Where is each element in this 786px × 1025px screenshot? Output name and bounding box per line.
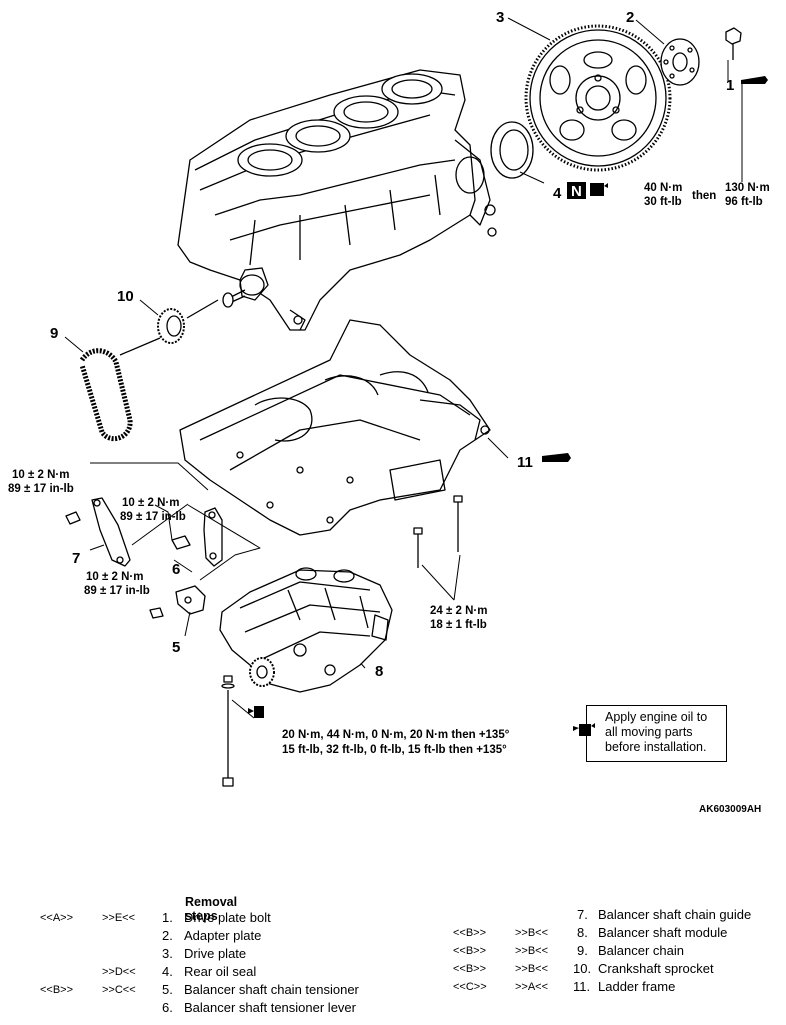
torque-module-ftlb: 15 ft-lb, 32 ft-lb, 0 ft-lb, 15 ft-lb th… — [282, 744, 507, 756]
step-label: Drive plate bolt — [184, 910, 271, 925]
removal-ref: >>B<< — [515, 945, 549, 957]
removal-ref: >>D<< — [102, 966, 136, 978]
oil-can-icon — [248, 183, 608, 718]
ladder-frame — [179, 319, 491, 536]
torque-lever-inlb: 89 ± 17 in-lb — [120, 511, 186, 523]
legend-line-2: all moving parts — [605, 725, 693, 739]
rear-oil-seal — [490, 121, 534, 179]
removal-steps-title: Removal steps — [185, 895, 238, 923]
cylinder-block — [177, 69, 497, 331]
callout-7: 7 — [72, 550, 80, 567]
drive-plate-bolt — [725, 27, 742, 60]
callout-2: 2 — [626, 9, 634, 26]
new-part-icon: N — [567, 182, 586, 200]
step-number: 11. — [573, 979, 591, 994]
step-label: Drive plate — [184, 946, 247, 961]
install-ref: <<B>> — [453, 963, 487, 975]
module-bolt — [221, 675, 235, 787]
torque-lever-nm: 10 ± 2 N·m — [122, 497, 179, 509]
torque-tensioner-nm: 10 ± 2 N·m — [86, 571, 143, 583]
torque-module-nm: 20 N·m, 44 N·m, 0 N·m, 20 N·m then +135° — [282, 729, 510, 741]
step-label: Balancer chain — [598, 943, 684, 958]
oil-can-icon — [573, 723, 595, 736]
torque-ladder-ftlb: 18 ± 1 ft-lb — [430, 619, 487, 631]
callout-5: 5 — [172, 639, 180, 656]
removal-ref: >>A<< — [515, 981, 549, 993]
removal-ref: >>E<< — [102, 912, 136, 924]
leader-lines — [64, 17, 743, 719]
install-ref: <<C>> — [453, 981, 487, 993]
step-label: Crankshaft sprocket — [598, 961, 714, 976]
step-number: 6. — [162, 1000, 173, 1015]
step-label: Balancer shaft module — [598, 925, 728, 940]
step-number: 3. — [162, 946, 173, 961]
callout-9: 9 — [50, 325, 58, 342]
oil-legend-box: Apply engine oil to all moving parts bef… — [573, 705, 727, 762]
step-number: 2. — [162, 928, 173, 943]
step-label: Balancer shaft tensioner lever — [184, 1000, 356, 1015]
step-number: 5. — [162, 982, 173, 997]
removal-ref: >>B<< — [515, 927, 549, 939]
step-number: 1. — [162, 910, 173, 925]
callout-1: 1 — [726, 77, 734, 94]
install-ref: <<B>> — [453, 945, 487, 957]
step-label: Balancer shaft chain guide — [598, 907, 752, 922]
removal-ref: >>B<< — [515, 963, 549, 975]
install-ref: <<A>> — [40, 912, 74, 924]
torque-specs: 40 N·m 30 ft-lb then 130 N·m 96 ft-lb 10… — [8, 182, 770, 815]
torque-tensioner-inlb: 89 ± 17 in-lb — [84, 585, 150, 597]
figure-code: AK603009AH — [699, 804, 761, 815]
torque-ladder-nm: 24 ± 2 N·m — [430, 605, 487, 617]
torque-drive-plate-ftlb-final: 96 ft-lb — [725, 196, 763, 208]
callout-10: 10 — [117, 288, 134, 305]
callout-numbers: 1 2 3 4 5 6 7 8 9 10 11 — [50, 9, 734, 680]
callout-3: 3 — [496, 9, 504, 26]
step-number: 10. — [573, 961, 592, 976]
callout-6: 6 — [172, 561, 180, 578]
callout-8: 8 — [375, 663, 383, 680]
step-number: 7. — [577, 907, 588, 922]
step-number: 8. — [577, 925, 588, 940]
removal-ref: >>C<< — [102, 984, 136, 996]
drive-plate — [524, 24, 672, 172]
step-label: Balancer shaft chain tensioner — [184, 982, 359, 997]
lubricant-tube-icon — [542, 76, 768, 462]
callout-4: 4 — [553, 185, 562, 202]
torque-guide-nm: 10 ± 2 N·m — [12, 469, 69, 481]
torque-then: then — [692, 190, 716, 202]
legend-line-3: before installation. — [605, 740, 707, 754]
balancer-chain-guide — [65, 497, 131, 567]
install-ref: <<B>> — [453, 927, 487, 939]
legend-line-1: Apply engine oil to — [605, 710, 708, 724]
balancer-shaft-module — [219, 567, 393, 693]
step-number: 4. — [162, 964, 173, 979]
install-ref: <<B>> — [40, 984, 74, 996]
torque-drive-plate-nm: 40 N·m — [644, 182, 682, 194]
step-number: 9. — [577, 943, 588, 958]
chain-tensioner — [149, 585, 206, 619]
svg-text:N: N — [571, 183, 582, 200]
step-label: Ladder frame — [598, 979, 676, 994]
step-label: Adapter plate — [184, 928, 262, 943]
torque-guide-inlb: 89 ± 17 in-lb — [8, 483, 74, 495]
balancer-chain — [79, 348, 133, 442]
step-label: Rear oil seal — [184, 964, 257, 979]
callout-11: 11 — [517, 454, 533, 471]
ladder-frame-bolts — [413, 495, 463, 568]
torque-drive-plate-ftlb: 30 ft-lb — [644, 196, 682, 208]
adapter-plate — [660, 38, 700, 86]
torque-drive-plate-nm-final: 130 N·m — [725, 182, 770, 194]
crankshaft-sprocket — [119, 299, 219, 356]
